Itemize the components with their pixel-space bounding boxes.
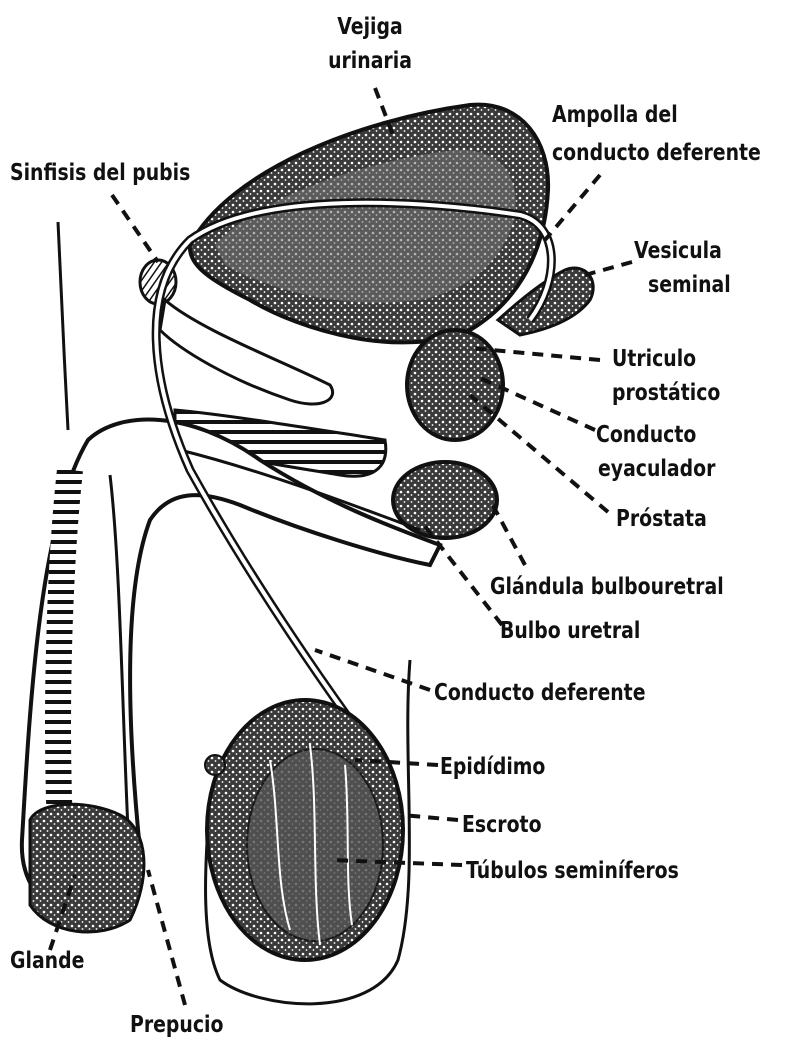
- glans: [30, 804, 144, 932]
- label-prostata: Próstata: [616, 506, 707, 532]
- label-epididimo: Epidídimo: [440, 754, 545, 780]
- label-tubulos-seminiferos: Túbulos seminíferos: [466, 858, 679, 884]
- label-vesicula-1: Vesicula: [634, 238, 722, 264]
- prostate: [407, 330, 503, 440]
- bladder: [190, 105, 548, 343]
- body-outline: [58, 222, 68, 430]
- label-conducto-eyaculador-2: eyaculador: [598, 456, 715, 482]
- label-conducto-deferente: Conducto deferente: [434, 680, 645, 706]
- label-utriculo-2: prostático: [612, 380, 720, 406]
- label-utriculo-1: Utriculo: [612, 346, 696, 372]
- label-ampolla-1: Ampolla del: [552, 102, 678, 128]
- label-escroto: Escroto: [462, 812, 542, 838]
- label-vejiga-2: urinaria: [313, 48, 428, 74]
- label-ampolla-2: conducto deferente: [552, 140, 761, 166]
- label-vejiga-1: Vejiga: [313, 14, 428, 40]
- label-sinfisis: Sinfisis del pubis: [10, 160, 190, 186]
- label-bulbo-uretral: Bulbo uretral: [500, 618, 640, 644]
- label-glandula-bulbouretral: Glándula bulbouretral: [490, 574, 724, 600]
- label-vesicula-2: seminal: [648, 272, 731, 298]
- label-glande: Glande: [10, 948, 84, 974]
- label-prepucio: Prepucio: [130, 1012, 223, 1038]
- label-conducto-eyaculador-1: Conducto: [596, 422, 696, 448]
- testis: [205, 700, 403, 960]
